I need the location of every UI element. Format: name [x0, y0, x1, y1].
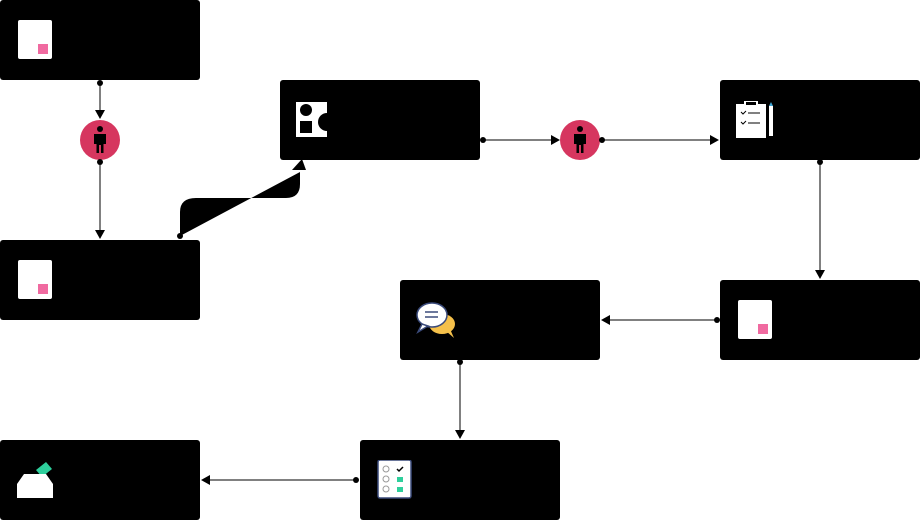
port-n2-right[interactable]: [480, 137, 486, 143]
shapes-icon: [296, 100, 336, 140]
process-node-1[interactable]: [0, 0, 200, 80]
arrow-n3-n5: [815, 270, 825, 279]
document-icon: [16, 260, 56, 300]
node-label: [790, 280, 912, 360]
arrow-p1-n4: [95, 230, 105, 239]
checklist-icon: [376, 459, 416, 500]
person-icon: [574, 126, 586, 153]
process-node-7[interactable]: [360, 440, 560, 520]
arrow-n5-n6: [601, 315, 610, 325]
arrow-n2-p2: [551, 135, 560, 145]
ballot-box-icon: [16, 460, 56, 500]
actor-1[interactable]: [80, 120, 120, 160]
node-label: [70, 0, 192, 80]
person-icon: [94, 126, 106, 153]
document-icon: [16, 20, 56, 60]
arrow-n1-p1: [95, 110, 105, 119]
clipboard-pencil-icon: [736, 100, 776, 140]
arrow-n6-n7: [455, 430, 465, 439]
process-node-8[interactable]: [0, 440, 200, 520]
arrow-n7-n8: [201, 475, 210, 485]
process-node-3[interactable]: [720, 80, 920, 160]
edge-n4-n2: [180, 172, 300, 236]
node-label: [790, 80, 912, 160]
process-node-2[interactable]: [280, 80, 480, 160]
port-p2-right[interactable]: [599, 137, 605, 143]
arrow-p2-n3: [710, 135, 719, 145]
actor-2[interactable]: [560, 120, 600, 160]
node-label: [350, 80, 472, 160]
port-n7-left[interactable]: [353, 477, 359, 483]
port-p1-bottom[interactable]: [97, 159, 103, 165]
port-n5-left[interactable]: [714, 317, 720, 323]
port-n3-bottom[interactable]: [817, 159, 823, 165]
port-n4-top[interactable]: [177, 233, 183, 239]
port-n1-bottom[interactable]: [97, 80, 103, 86]
process-node-4[interactable]: [0, 240, 200, 320]
node-label: [470, 280, 592, 360]
arrow-n4-n2: [292, 159, 306, 170]
process-node-6[interactable]: [400, 280, 600, 360]
chat-bubbles-icon: [416, 300, 456, 340]
node-label: [430, 440, 552, 520]
node-label: [70, 240, 192, 320]
node-label: [70, 440, 192, 520]
document-icon: [736, 300, 776, 340]
port-n6-bottom[interactable]: [457, 359, 463, 365]
process-node-5[interactable]: [720, 280, 920, 360]
